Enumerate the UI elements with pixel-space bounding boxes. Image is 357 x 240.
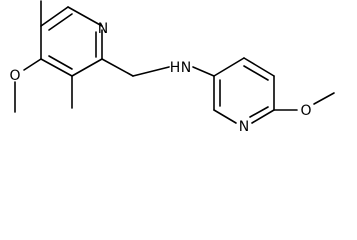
molecule-structure: N O H N N O [9, 0, 335, 135]
ch2-linker-bond [101, 58, 134, 77]
bond [71, 58, 103, 77]
ch2-linker-bond [132, 66, 170, 77]
left-ring-substituents [14, 0, 73, 113]
left-ring-nitrogen-label: N [98, 21, 108, 37]
methoxy-bond [23, 58, 42, 71]
amine-bond [192, 66, 215, 77]
bond [67, 6, 103, 27]
bond [251, 109, 275, 124]
amine-nitrogen-label: N [181, 60, 191, 76]
right-methoxy-oxygen-label: O [300, 103, 311, 119]
bond [213, 109, 237, 124]
amine-hydrogen-label: H [170, 60, 181, 76]
right-pyridine-ring [213, 57, 275, 124]
left-pyridine-ring [40, 6, 103, 77]
bond [40, 58, 73, 77]
bond [213, 57, 245, 77]
bond [243, 57, 275, 77]
left-methoxy-oxygen-label: O [9, 68, 20, 84]
bond [48, 55, 73, 70]
bond [48, 13, 73, 31]
bond [243, 65, 269, 81]
right-ring-nitrogen-label: N [239, 119, 249, 135]
bond [249, 106, 269, 118]
bond [40, 6, 69, 27]
methoxy-bond [313, 92, 335, 105]
